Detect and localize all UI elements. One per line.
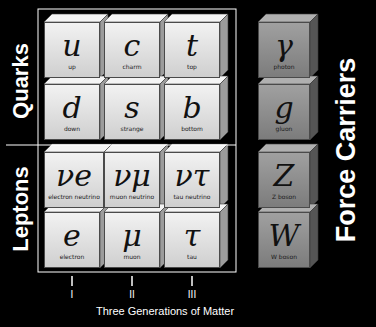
cube-face	[220, 204, 228, 268]
particle-symbol: d	[62, 92, 81, 124]
cube-face	[310, 14, 318, 78]
particle-card: eelectron	[44, 212, 100, 268]
particle-name: electron neutrino	[48, 193, 100, 200]
particle-symbol: b	[182, 92, 201, 124]
particle-symbol: t	[186, 30, 198, 62]
group-label: Leptons	[8, 166, 34, 252]
generation-number: I	[71, 289, 74, 300]
particle-card: μmuon	[104, 212, 160, 268]
generation-tick	[131, 276, 133, 286]
particle-card: γphoton	[258, 22, 310, 78]
cube-face	[220, 144, 228, 208]
particle-card: ccharm	[104, 22, 160, 78]
group-label: Force Carriers	[331, 58, 362, 243]
cube-face	[104, 14, 168, 22]
particle-name: up	[68, 63, 76, 70]
particle-name: W boson	[271, 253, 297, 260]
particle-name: photon	[273, 63, 294, 70]
cube-face	[258, 14, 318, 22]
particle-card: uup	[44, 22, 100, 78]
particle-card: WW boson	[258, 212, 310, 268]
particle-symbol: νμ	[113, 160, 151, 192]
group-divider	[6, 145, 236, 146]
particle-name: tau neutrino	[174, 193, 211, 200]
particle-symbol: μ	[122, 220, 142, 252]
particle-name: muon	[123, 253, 140, 260]
particle-name: tau	[187, 253, 197, 260]
generation-number: II	[129, 289, 135, 300]
cube-face	[310, 144, 318, 208]
particle-card: ddown	[44, 84, 100, 140]
particle-name: down	[64, 125, 80, 132]
particle-name: top	[187, 63, 197, 70]
particle-card: bbottom	[164, 84, 220, 140]
particle-card: νeelectron neutrino	[44, 152, 104, 208]
particle-symbol: Z	[274, 160, 295, 192]
group-outline	[38, 9, 236, 272]
cube-face	[220, 14, 228, 78]
particle-symbol: νe	[56, 160, 92, 192]
particle-card: sstrange	[104, 84, 160, 140]
cube-face	[220, 76, 228, 140]
generation-tick	[191, 276, 193, 286]
particle-card: ttop	[164, 22, 220, 78]
particle-name: electron	[60, 253, 85, 260]
cube-face	[310, 76, 318, 140]
cube-face	[258, 144, 318, 152]
particle-symbol: γ	[275, 30, 293, 62]
particle-name: muon neutrino	[110, 193, 154, 200]
particle-card: τtau	[164, 212, 220, 268]
particle-name: bottom	[181, 125, 203, 132]
cube-shading	[44, 14, 318, 268]
cube-face	[310, 204, 318, 268]
particle-name: charm	[123, 63, 142, 70]
cube-face	[164, 14, 228, 22]
particle-card: ZZ boson	[258, 152, 310, 208]
particle-symbol: c	[124, 30, 141, 62]
particle-symbol: e	[63, 220, 81, 252]
cube-face	[44, 14, 108, 22]
particle-symbol: τ	[184, 220, 201, 252]
particle-card: ggluon	[258, 84, 310, 140]
generation-number: III	[188, 289, 196, 300]
axis-caption: Three Generations of Matter	[96, 305, 234, 317]
particle-name: strange	[121, 125, 144, 132]
particle-symbol: W	[269, 220, 300, 252]
particle-symbol: g	[274, 92, 293, 124]
particle-symbol: s	[124, 92, 139, 124]
particle-name: Z boson	[272, 193, 296, 200]
particle-symbol: u	[62, 30, 81, 62]
particle-symbol: ντ	[175, 160, 210, 192]
particle-card: ντtau neutrino	[164, 152, 220, 208]
particle-name: gluon	[276, 125, 293, 132]
group-label: Quarks	[8, 43, 34, 119]
generation-tick	[71, 276, 73, 286]
particle-card: νμmuon neutrino	[104, 152, 160, 208]
